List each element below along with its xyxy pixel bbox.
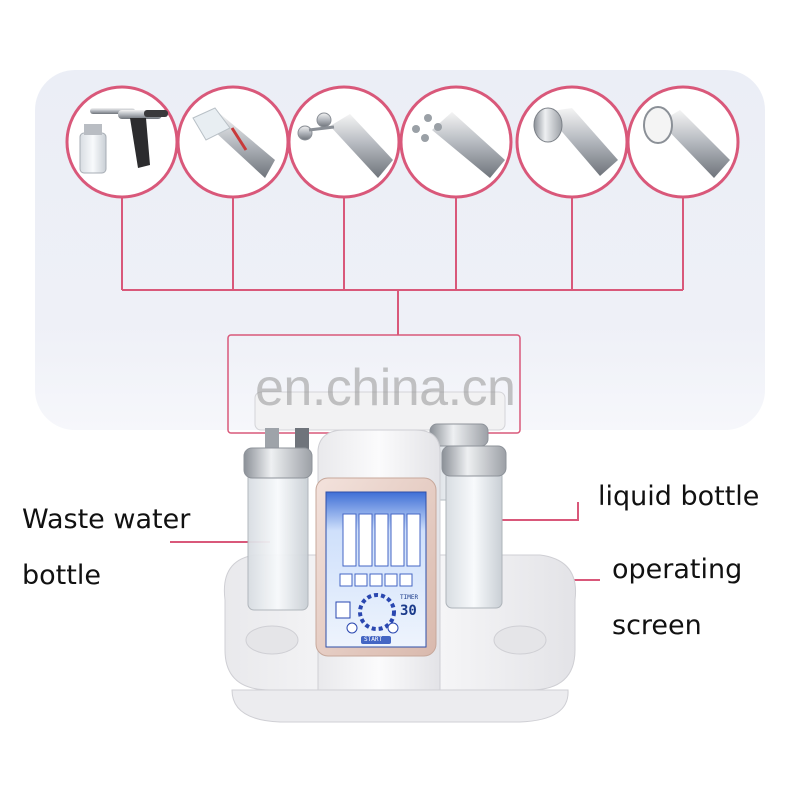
watermark: en.china.cn — [255, 359, 516, 417]
label-screen: screen — [612, 610, 702, 641]
waste-water-bottle — [243, 447, 313, 611]
timer-value: 30 — [400, 603, 417, 619]
roller-head-circle — [287, 85, 401, 199]
connector-lines — [121, 198, 684, 581]
label-operating: operating — [612, 554, 743, 585]
screen-mode-icons — [339, 573, 413, 587]
start-label: START — [364, 636, 383, 643]
aqua-peel-tip-circle — [176, 85, 290, 199]
flat-head-circle — [515, 85, 629, 199]
multi-probe-head-circle — [399, 85, 513, 199]
facial-machine — [223, 391, 577, 723]
screen-level-bars — [342, 513, 421, 567]
spray-gun-circle — [65, 85, 179, 199]
handpiece-circles — [65, 85, 740, 199]
label-waste-water: Waste water — [22, 504, 191, 535]
liquid-bottle — [441, 445, 507, 609]
timer-label: TIMER — [400, 594, 419, 601]
label-waste-bottle: bottle — [22, 560, 101, 591]
label-liquid-bottle: liquid bottle — [598, 481, 760, 512]
ultrasound-head-circle — [626, 85, 740, 199]
